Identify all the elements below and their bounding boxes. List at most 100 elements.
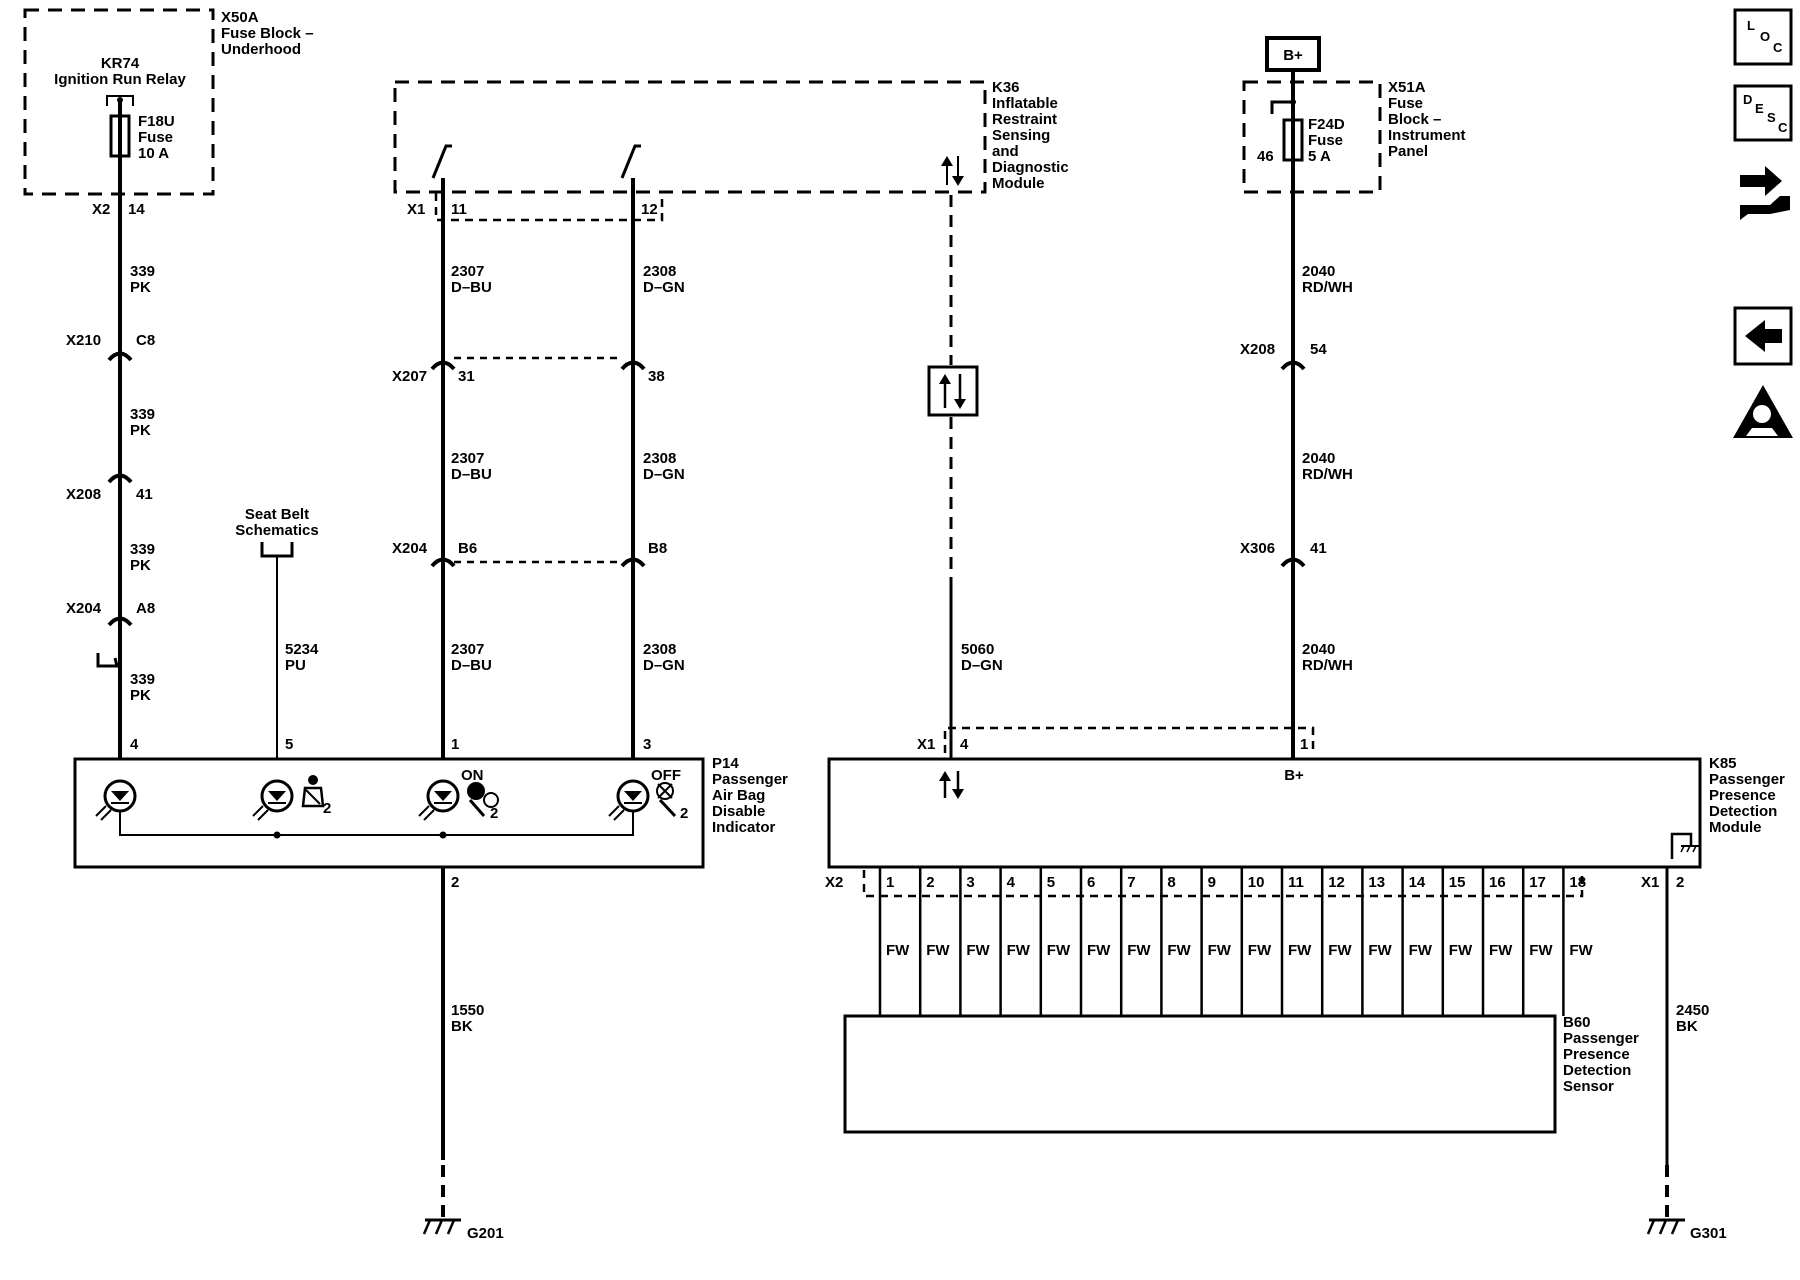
sensor-pin-label-8: 8: [1167, 874, 1175, 891]
x210-label: X210: [66, 332, 101, 349]
k85-label: K85: [1709, 755, 1737, 772]
k85-chassis-ground-icon: [1670, 832, 1700, 859]
sensor-wire-fw-label-15: FW: [1449, 942, 1473, 959]
indicator-sub-2: 2: [490, 805, 498, 822]
x204a-label: X204: [66, 600, 102, 617]
description-view-button[interactable]: D E S C: [1733, 84, 1793, 142]
sensor-wire-fw-label-2: FW: [926, 942, 950, 959]
wire-2308-num-3: 2308: [643, 641, 676, 658]
wire-1550-color: BK: [451, 1018, 473, 1035]
wire-2308-color-3: D–GN: [643, 657, 685, 674]
sensor-pin-label-4: 4: [1007, 874, 1016, 891]
k85-x1b-pin: 2: [1676, 874, 1684, 891]
k85-desc-2: Presence: [1709, 787, 1776, 804]
sensor-wire-fw-label-18: FW: [1569, 942, 1593, 959]
p14-label: P14: [712, 755, 739, 772]
wire-339-color-3: PK: [130, 557, 151, 574]
wire-2307-num-1: 2307: [451, 263, 484, 280]
x204b-pin-b6: B6: [458, 540, 477, 557]
b60-label: B60: [1563, 1014, 1591, 1031]
f18u-desc-1: Fuse: [138, 129, 173, 146]
p14-pin-3: 3: [643, 736, 651, 753]
k85-x2-connector-bracket: [862, 870, 1584, 898]
serial-data-box: [927, 365, 979, 417]
sensor-wire-fw-label-9: FW: [1208, 942, 1232, 959]
sensor-pin-label-2: 2: [926, 874, 934, 891]
wire-5060-num: 5060: [961, 641, 994, 658]
wire-2040-num-1: 2040: [1302, 263, 1335, 280]
desc-letter-s: S: [1767, 110, 1776, 125]
led-indicator-2-icon: [252, 779, 294, 821]
x210-connector-symbol: [107, 351, 133, 362]
wire-2040-color-3: RD/WH: [1302, 657, 1353, 674]
k85-x1-connector-bracket: [943, 726, 1315, 753]
x306-connector-symbol: [1280, 557, 1306, 568]
seatbelt-pictogram-icon: [301, 775, 325, 808]
k36-switch-a: [431, 144, 452, 179]
location-view-button[interactable]: L O C: [1733, 8, 1793, 66]
p14-node-a: [273, 831, 281, 839]
p14-pin-5: 5: [285, 736, 293, 753]
x204b-connector-a: [430, 557, 456, 568]
x2-connector-label: X2: [92, 201, 110, 218]
sensor-wire-fw-label-6: FW: [1087, 942, 1111, 959]
x50a-desc-1: Fuse Block –: [221, 25, 314, 42]
sensor-pin-label-7: 7: [1127, 874, 1135, 891]
desc-letter-d: D: [1743, 92, 1752, 107]
wire-2308-num-1: 2308: [643, 263, 676, 280]
k36-pin-12: 12: [641, 201, 658, 218]
ground-g301-label: G301: [1690, 1225, 1727, 1242]
x208a-label: X208: [66, 486, 101, 503]
sensor-pin-label-1: 1: [886, 874, 894, 891]
x207-connector-b: [620, 360, 646, 371]
airbag-on-pictogram-icon: [467, 782, 499, 817]
x208-connector-symbol-a: [107, 473, 133, 484]
p14-pin-1: 1: [451, 736, 459, 753]
seatbelt-ref-2: Schematics: [235, 522, 318, 539]
wire-2307-color-1: D–BU: [451, 279, 492, 296]
p14-pin-4: 4: [130, 736, 139, 753]
wire-5234-color: PU: [285, 657, 306, 674]
wire-2308-color-1: D–GN: [643, 279, 685, 296]
k85-x1b-label: X1: [1641, 874, 1659, 891]
kr74-desc: Ignition Run Relay: [54, 71, 186, 88]
x208b-label: X208: [1240, 341, 1275, 358]
x207-label: X207: [392, 368, 427, 385]
sensor-pin-label-9: 9: [1208, 874, 1216, 891]
led-indicator-3-icon: [418, 779, 460, 821]
k85-x1-label: X1: [917, 736, 935, 753]
sensor-wire-fw-label-3: FW: [966, 942, 990, 959]
b60-desc-1: Passenger: [1563, 1030, 1639, 1047]
k36-desc-4: and: [992, 143, 1019, 160]
wire-1550-num: 1550: [451, 1002, 484, 1019]
x208b-pin: 54: [1310, 341, 1327, 358]
sensor-wire-fw-label-4: FW: [1007, 942, 1031, 959]
k85-x1-pin-4: 4: [960, 736, 969, 753]
airbag-warning-button[interactable]: [1733, 385, 1793, 438]
x50a-label: X50A: [221, 9, 259, 26]
back-button[interactable]: [1733, 306, 1793, 366]
loc-letter-c: C: [1773, 40, 1783, 55]
wire-2307-num-2: 2307: [451, 450, 484, 467]
k85-serial-arrows-icon: [939, 771, 964, 799]
x51a-desc-1: Fuse: [1388, 95, 1423, 112]
sensor-wire-fw-label-14: FW: [1409, 942, 1433, 959]
f24d-label: F24D: [1308, 116, 1345, 133]
x51a-desc-3: Instrument: [1388, 127, 1466, 144]
wire-339-num-1: 339: [130, 263, 155, 280]
sensor-pin-label-11: 11: [1288, 874, 1304, 891]
sensor-wire-harness: 1FW2FW3FW4FW5FW6FW7FW8FW9FW10FW11FW12FW1…: [878, 867, 1594, 1016]
loc-letter-l: L: [1747, 18, 1755, 33]
k36-desc-6: Module: [992, 175, 1045, 192]
f18u-label: F18U: [138, 113, 175, 130]
connector-wrench-button[interactable]: [1740, 166, 1792, 220]
seatbelt-ref-1: Seat Belt: [245, 506, 309, 523]
k36-desc-1: Inflatable: [992, 95, 1058, 112]
sensor-wire-fw-label-16: FW: [1489, 942, 1513, 959]
wire-2040-num-2: 2040: [1302, 450, 1335, 467]
x51a-fuse-block-outline: [1242, 80, 1382, 194]
k36-pin-11: 11: [451, 201, 467, 218]
k85-x1-pin-1: 1: [1300, 736, 1308, 753]
sensor-pin-label-16: 16: [1489, 874, 1506, 891]
sensor-pin-label-5: 5: [1047, 874, 1055, 891]
